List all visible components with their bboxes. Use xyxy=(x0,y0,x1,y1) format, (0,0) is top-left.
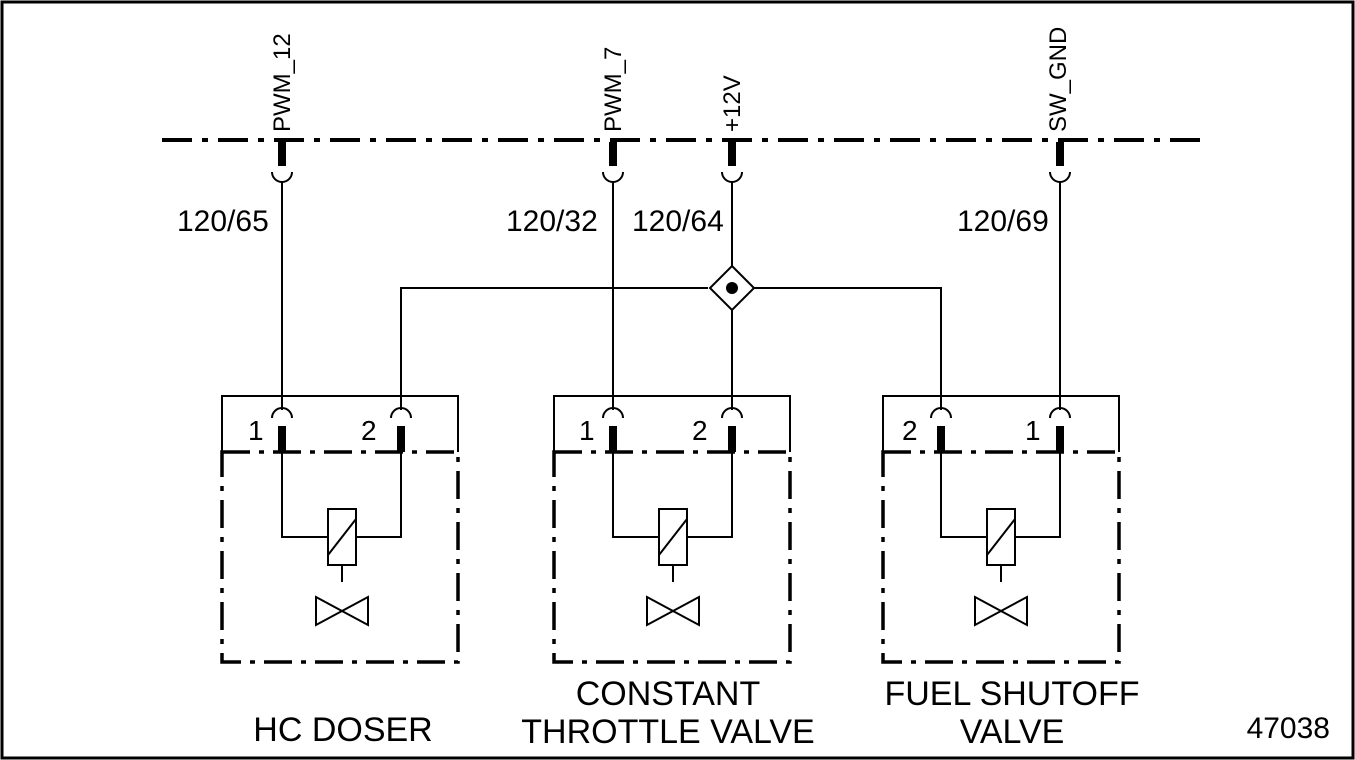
pin-label: 2 xyxy=(692,415,708,446)
pin-label: 2 xyxy=(361,415,377,446)
wire-label-120-64: 120/64 xyxy=(632,205,724,238)
connector-housing xyxy=(882,395,1120,452)
component-label-constant-throttle-line2: THROTTLE VALVE xyxy=(521,713,814,751)
figure-number: 47038 xyxy=(1247,712,1330,745)
valve-icon xyxy=(315,595,369,627)
bus-connector-pwm12 xyxy=(271,142,293,183)
wire-label-120-69: 120/69 xyxy=(957,205,1049,238)
wire-label-120-32: 120/32 xyxy=(506,205,598,238)
wire-splice-to-fuel-shutoff xyxy=(754,287,942,410)
wire-label-120-65: 120/65 xyxy=(177,205,269,238)
bus-connector-swgnd xyxy=(1049,142,1071,183)
signal-label-pwm12: PWM_12 xyxy=(269,33,296,132)
solenoid-coil-icon xyxy=(658,508,688,582)
connector-housing xyxy=(221,395,459,452)
wires xyxy=(281,182,1061,410)
solenoid-coil-icon xyxy=(327,508,357,582)
component-fuel-shutoff-valve: 2 1 xyxy=(881,395,1121,664)
component-boundary xyxy=(881,450,1121,664)
pin-label: 2 xyxy=(902,415,918,446)
solenoid-coil-icon xyxy=(986,508,1016,582)
component-hc-doser: 1 2 xyxy=(220,395,460,664)
component-boundary xyxy=(552,450,792,664)
component-label-fuel-shutoff-line1: FUEL SHUTOFF xyxy=(884,675,1139,713)
signal-label-12v: +12V xyxy=(719,75,746,132)
component-constant-throttle-valve: 1 2 xyxy=(552,395,792,664)
valve-icon xyxy=(974,595,1028,627)
pin-label: 1 xyxy=(579,415,595,446)
component-boundary xyxy=(220,450,460,664)
bus-connector-pwm7 xyxy=(602,142,624,183)
signal-label-pwm7: PWM_7 xyxy=(600,47,627,132)
component-label-hc-doser: HC DOSER xyxy=(253,711,432,749)
wire-splice-to-hc-doser xyxy=(400,287,708,410)
pin-label: 1 xyxy=(248,415,264,446)
splice-node xyxy=(708,264,756,312)
component-label-constant-throttle-line1: CONSTANT xyxy=(576,675,760,713)
bus-connector-12v xyxy=(721,142,743,183)
valve-icon xyxy=(646,595,700,627)
signal-label-swgnd: SW_GND xyxy=(1045,27,1072,132)
pin-label: 1 xyxy=(1025,415,1041,446)
connector-housing xyxy=(553,395,791,452)
component-label-fuel-shutoff-line2: VALVE xyxy=(960,713,1065,751)
